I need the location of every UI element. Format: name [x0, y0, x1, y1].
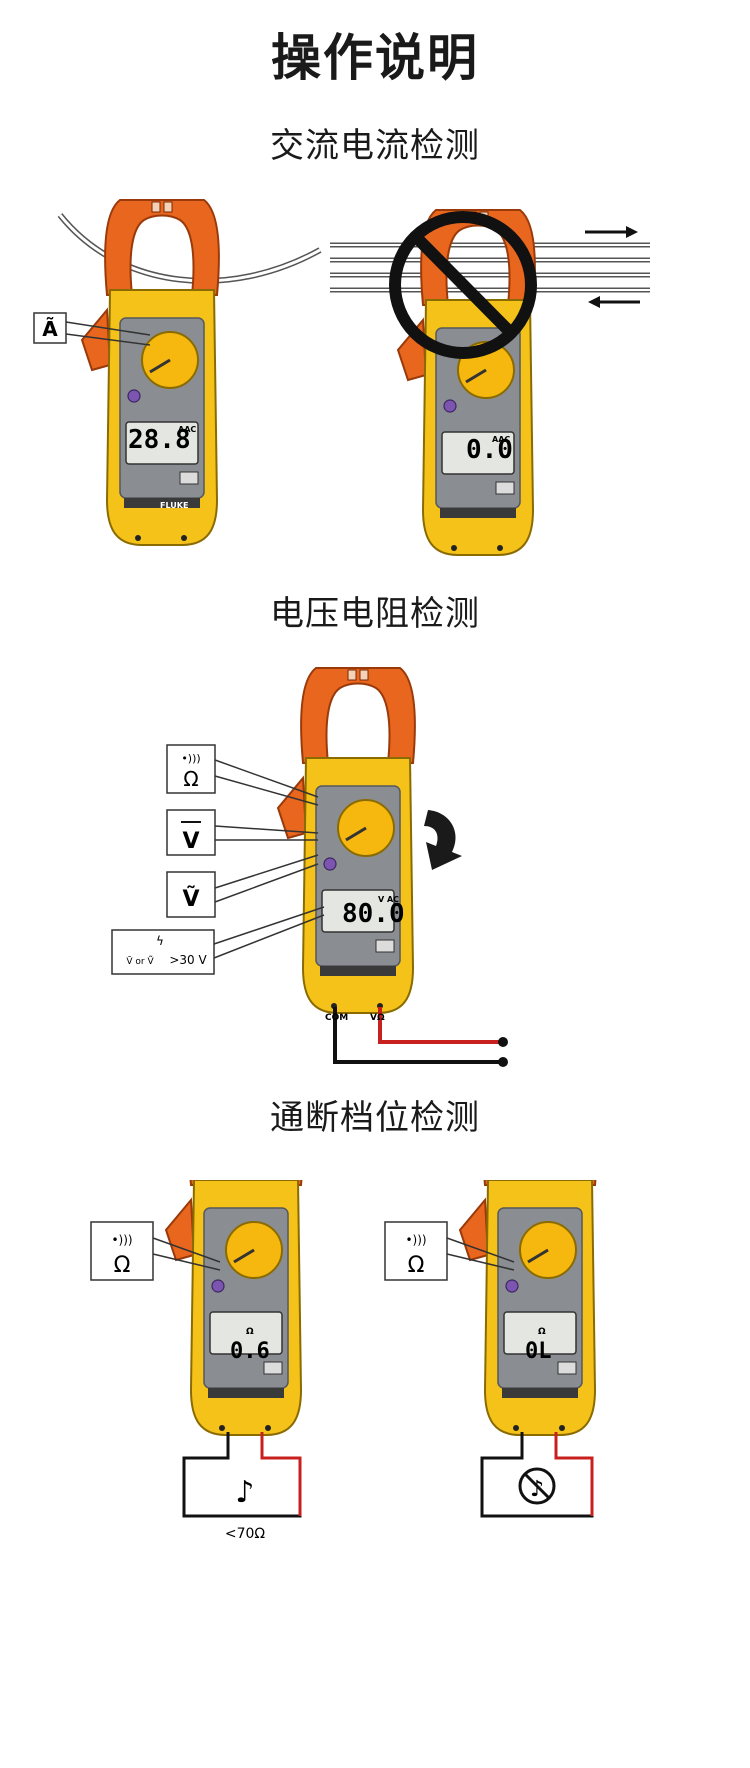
svg-text:V AC: V AC [378, 895, 399, 904]
svg-text:AAC: AAC [492, 435, 510, 444]
callout-ac-amps [33, 312, 67, 344]
continuity-circuit-right [480, 1432, 594, 1518]
page-title: 操作说明 [271, 29, 479, 87]
no-beep-icon: ♪ [518, 1467, 556, 1505]
callout-ac-voltage [166, 871, 216, 918]
svg-text:Ω: Ω [246, 1327, 254, 1337]
lcd-reading-ac-right: 0.0 [466, 435, 513, 465]
svg-text:•))): •))) [405, 1233, 426, 1247]
lcd-reading-ac-left: 28.8 [128, 425, 191, 455]
callout-ac-amps-symbol: Ã [42, 317, 58, 341]
callout-dc-voltage-symbol: V [182, 829, 199, 854]
current-direction-arrows [585, 226, 640, 308]
beep-note-icon: ♪ [235, 1475, 254, 1510]
warning-threshold: >30 V [169, 953, 207, 967]
svg-text:•))): •))) [111, 1233, 132, 1247]
svg-text:•))): •))) [181, 752, 200, 765]
callout-resistance [166, 744, 216, 794]
parallel-conductors [330, 242, 650, 293]
lightning-icon: ϟ [156, 934, 164, 948]
svg-text:Ω: Ω [538, 1327, 546, 1337]
continuity-circuit-left [182, 1432, 302, 1518]
callout-continuity-left [90, 1221, 154, 1281]
prohibited-icon [389, 211, 537, 359]
svg-text:V̄ or Ṽ: V̄ or Ṽ [126, 955, 154, 967]
section-title-voltage-resistance: 电压电阻检测 [270, 594, 480, 634]
section-title-ac-current: 交流电流检测 [270, 126, 480, 166]
section-title-continuity: 通断档位检测 [270, 1098, 480, 1138]
continuity-threshold: <70Ω [225, 1526, 266, 1542]
lcd-reading-voltage: 80.0 [342, 899, 405, 929]
test-leads [333, 1007, 508, 1067]
callout-high-voltage-warning [111, 929, 215, 975]
svg-text:FLUKE: FLUKE [160, 501, 188, 510]
callout-resistance-symbol: Ω [183, 767, 198, 791]
svg-text:COM: COM [325, 1013, 348, 1023]
lcd-reading-continuity-right: 0L [525, 1339, 552, 1364]
callout-dc-voltage [166, 809, 216, 856]
rotate-dial-arrow-icon [424, 810, 462, 870]
callout-ac-voltage-symbol: Ṽ [182, 886, 199, 912]
callout-continuity-right [384, 1221, 448, 1281]
svg-text:Ω: Ω [114, 1253, 131, 1278]
svg-text:VΩ: VΩ [370, 1013, 385, 1023]
svg-text:AAC: AAC [178, 425, 196, 434]
lcd-reading-continuity-left: 0.6 [230, 1339, 270, 1364]
svg-text:Ω: Ω [408, 1253, 425, 1278]
